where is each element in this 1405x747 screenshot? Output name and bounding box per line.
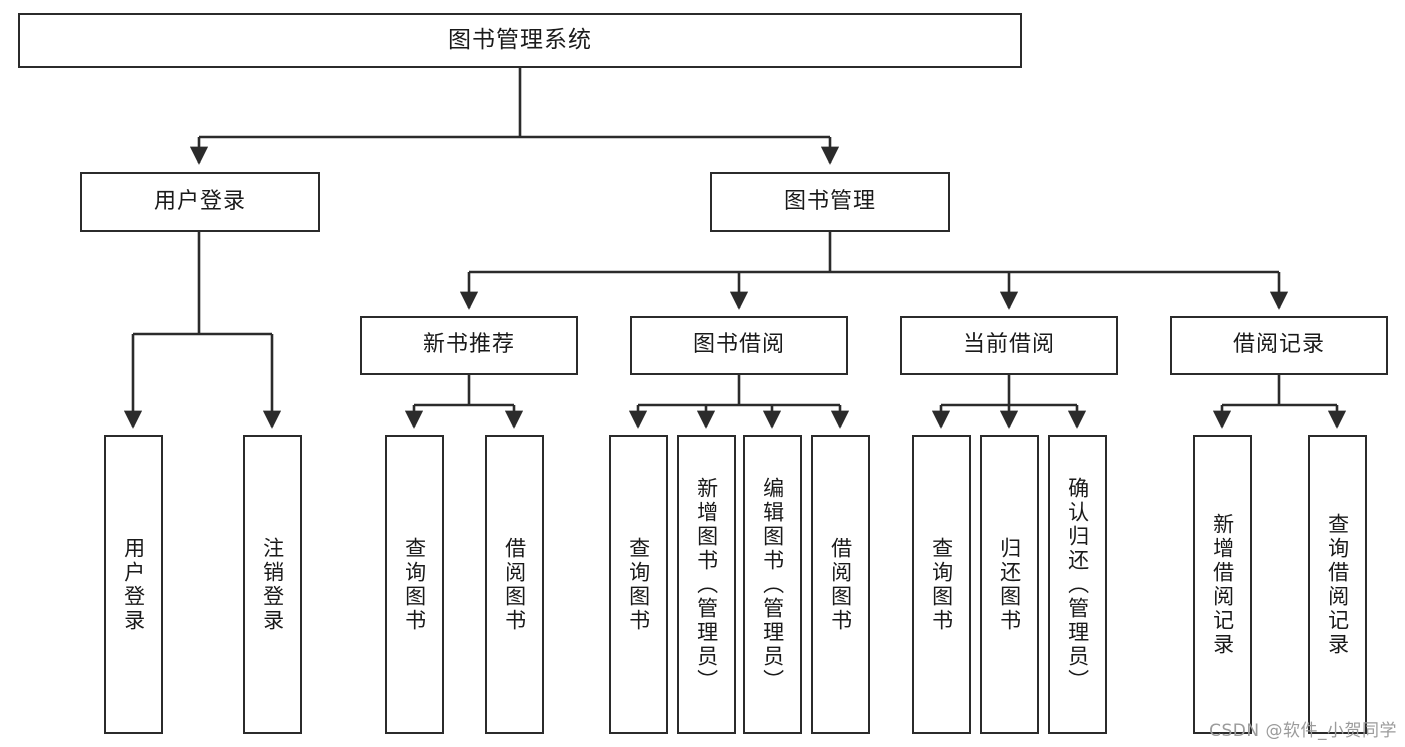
leaf-book-borrow-edit[interactable]: 编辑图书（管理员） (743, 435, 802, 734)
leaf-user-login-logout[interactable]: 注销登录 (243, 435, 302, 734)
node-book-management[interactable]: 图书管理 (710, 172, 950, 232)
node-book-borrow[interactable]: 图书借阅 (630, 316, 848, 375)
node-new-book-recommend[interactable]: 新书推荐 (360, 316, 578, 375)
node-current-borrow[interactable]: 当前借阅 (900, 316, 1118, 375)
leaf-book-borrow-borrow[interactable]: 借阅图书 (811, 435, 870, 734)
leaf-user-login-login[interactable]: 用户登录 (104, 435, 163, 734)
leaf-borrow-record-query[interactable]: 查询借阅记录 (1308, 435, 1367, 734)
node-root-system[interactable]: 图书管理系统 (18, 13, 1022, 68)
leaf-new-book-borrow[interactable]: 借阅图书 (485, 435, 544, 734)
leaf-book-borrow-add[interactable]: 新增图书（管理员） (677, 435, 736, 734)
node-user-login[interactable]: 用户登录 (80, 172, 320, 232)
node-borrow-record[interactable]: 借阅记录 (1170, 316, 1388, 375)
leaf-book-borrow-query[interactable]: 查询图书 (609, 435, 668, 734)
leaf-current-borrow-query[interactable]: 查询图书 (912, 435, 971, 734)
leaf-current-borrow-return[interactable]: 归还图书 (980, 435, 1039, 734)
leaf-borrow-record-add[interactable]: 新增借阅记录 (1193, 435, 1252, 734)
watermark-text: CSDN @软件_小贺同学 (1209, 721, 1397, 741)
leaf-new-book-query[interactable]: 查询图书 (385, 435, 444, 734)
leaf-current-borrow-confirm-return[interactable]: 确认归还（管理员） (1048, 435, 1107, 734)
